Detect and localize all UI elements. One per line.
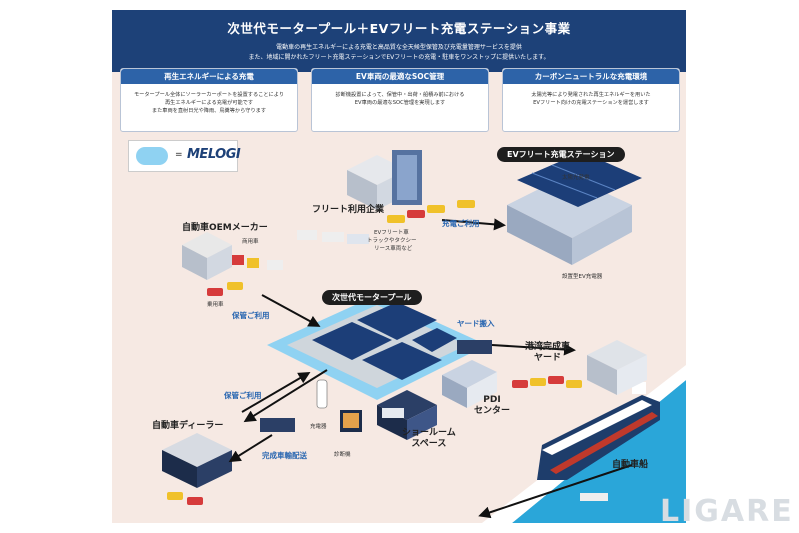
label-charger: 充電器 <box>310 424 327 430</box>
label-commercial: 商用車 <box>242 239 259 245</box>
fleet-company-buildings <box>347 150 422 210</box>
arrow-dealer-to-pool <box>241 371 311 413</box>
feature-card-line: 診断機設置によって、保管中・出荷・船積み前における <box>335 92 465 98</box>
legend-swatch <box>136 147 168 165</box>
oem-factory <box>182 232 283 296</box>
label-motor-pool: 次世代モータープール <box>322 290 422 305</box>
feature-card-line: 太陽光等により発電された再生エネルギーを用いた <box>531 92 651 98</box>
label-yard-in: ヤード搬入 <box>457 319 495 328</box>
arrow-delivery <box>228 434 273 463</box>
label-fleet-note-1: EVフリート車 <box>374 230 409 236</box>
ev-station-building <box>507 152 642 265</box>
label-showroom: ショールーム スペース <box>402 428 456 449</box>
feature-card-line: EVフリート向けの充電ステーションを運営します <box>533 100 649 106</box>
feature-card-renewable: 再生エネルギーによる充電 モータープール全体にソーラーカーポートを設置することに… <box>120 68 298 132</box>
label-dealer: 自動車ディーラー <box>152 421 224 431</box>
label-passenger: 乗用車 <box>207 302 224 308</box>
header-banner: 次世代モータープール＋EVフリート充電ステーション事業 電動車の再生エネルギーに… <box>112 10 686 72</box>
feature-card-line: モータープール全体にソーラーカーポートを設置することにより <box>133 92 285 98</box>
arrow-ship-export <box>478 464 633 519</box>
tug-boat <box>580 493 608 501</box>
label-solar: 太陽光発電 <box>562 175 590 181</box>
label-fleet: フリート利用企業 <box>312 205 385 215</box>
label-ev-station: EVフリート充電ステーション <box>497 147 625 162</box>
arrow-pool-to-dealer <box>243 369 328 423</box>
feature-card-body: モータープール全体にソーラーカーポートを設置することにより 再生エネルギーによる… <box>127 91 291 115</box>
label-diag: 診断機 <box>334 452 351 458</box>
label-fleet-note-2: トラックやタクシー <box>367 238 417 244</box>
label-delivery: 完成車輸配送 <box>262 451 307 460</box>
label-storage-use-2: 保管ご利用 <box>224 391 262 400</box>
feature-card-line: EV車両の最適なSOC管理を実現します <box>354 100 446 106</box>
header-subtitle-line-2: また、地域に開かれたフリート充電ステーションでEVフリートの充電・駐車をワンスト… <box>248 54 550 61</box>
label-oem: 自動車OEMメーカー <box>182 223 268 233</box>
arrow-oem-to-pool <box>261 294 321 327</box>
car-transport-truck-2 <box>260 418 295 432</box>
label-storage-use-1: 保管ご利用 <box>232 311 270 320</box>
diagnostic-device <box>340 410 362 432</box>
watermark-logo: LIGARE <box>660 494 794 529</box>
header-subtitle-line-1: 電動車の再生エネルギーによる充電と高品質な全天候型保管及び充電量管理サービスを提… <box>276 44 522 51</box>
feature-card-body: 診断機設置によって、保管中・出荷・船積み前における EV車両の最適なSOC管理を… <box>318 91 482 107</box>
port-yard <box>512 340 647 395</box>
label-charge-use: 充電ご利用 <box>442 219 480 228</box>
motor-pool <box>267 295 487 400</box>
label-pdi: PDI センター <box>474 395 511 416</box>
label-fleet-note-3: リース車両など <box>374 246 413 252</box>
illustration-layer <box>162 150 686 523</box>
melogi-logo: MELOGI <box>187 147 241 162</box>
car-transport-truck <box>457 340 492 354</box>
feature-card-line: 再生エネルギーによる充電が可能です <box>164 100 254 106</box>
feature-card-title: カーボンニュートラルな充電環境 <box>503 69 679 84</box>
feature-card-title: EV車両の最適なSOC管理 <box>312 69 488 84</box>
arrow-fleet-to-station <box>441 218 506 231</box>
pdi-center-building <box>442 360 497 408</box>
feature-card-title: 再生エネルギーによる充電 <box>121 69 297 84</box>
label-ship: 自動車船 <box>612 460 649 470</box>
label-charger-type: 設置型EV充電器 <box>562 274 603 280</box>
feature-card-soc: EV車両の最適なSOC管理 診断機設置によって、保管中・出荷・船積み前における … <box>311 68 489 132</box>
car-carrier-ship <box>537 382 660 480</box>
feature-card-line: また車両を直射日光や降雨、鳥糞等から守ります <box>151 108 267 114</box>
feature-card-body: 太陽光等により発電された再生エネルギーを用いた EVフリート向けの充電ステーショ… <box>509 91 673 107</box>
charger-device <box>316 379 328 409</box>
diagram-panel: 次世代モータープール＋EVフリート充電ステーション事業 電動車の再生エネルギーに… <box>112 10 686 523</box>
feature-card-carbon-neutral: カーボンニュートラルな充電環境 太陽光等により発電された再生エネルギーを用いた … <box>502 68 680 132</box>
fleet-cars <box>297 200 475 244</box>
showroom-building <box>377 390 437 440</box>
legend-box: = MELOGI <box>128 140 241 172</box>
legend-equals: = <box>175 150 183 160</box>
page-title: 次世代モータープール＋EVフリート充電ステーション事業 <box>227 21 571 36</box>
feature-cards: 再生エネルギーによる充電 モータープール全体にソーラーカーポートを設置することに… <box>120 68 680 134</box>
label-port-yard: 港湾完成車 ヤード <box>525 342 571 363</box>
dealer-building <box>162 433 232 505</box>
arrow-pool-to-port <box>491 343 576 356</box>
